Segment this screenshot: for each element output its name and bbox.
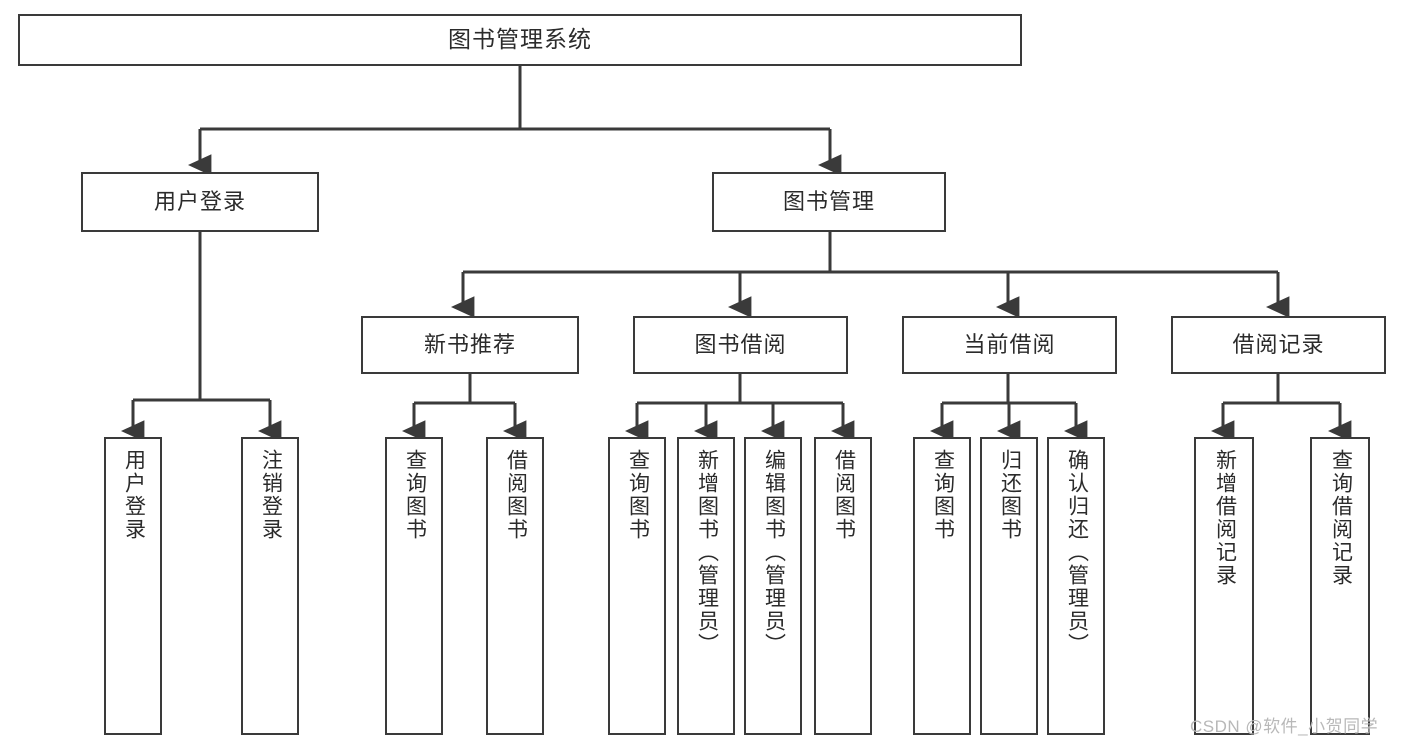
node-new-book-rec[interactable]: 新书推荐 [361, 316, 579, 374]
node-new-book-rec-label: 新书推荐 [423, 331, 516, 357]
node-leaf-query-book-1[interactable]: 查询图书 [385, 437, 443, 735]
node-leaf-edit-book-label: 编辑图书（管理员） [762, 449, 786, 656]
node-current-borrow[interactable]: 当前借阅 [902, 316, 1117, 374]
node-leaf-borrow-book-1[interactable]: 借阅图书 [486, 437, 544, 735]
node-leaf-logout-login[interactable]: 注销登录 [241, 437, 299, 735]
node-leaf-user-login[interactable]: 用户登录 [104, 437, 162, 735]
node-leaf-query-record[interactable]: 查询借阅记录 [1310, 437, 1370, 735]
node-book-manage[interactable]: 图书管理 [712, 172, 946, 232]
node-leaf-logout-login-label: 注销登录 [259, 449, 283, 541]
node-root[interactable]: 图书管理系统 [18, 14, 1022, 66]
node-borrow-record-label: 借阅记录 [1232, 331, 1325, 357]
node-leaf-return-book-label: 归还图书 [998, 449, 1022, 541]
node-leaf-confirm-return-label: 确认归还（管理员） [1065, 449, 1089, 656]
node-leaf-borrow-book-2-label: 借阅图书 [832, 449, 856, 541]
node-leaf-query-book-3[interactable]: 查询图书 [913, 437, 971, 735]
node-leaf-add-book[interactable]: 新增图书（管理员） [677, 437, 735, 735]
node-leaf-add-record[interactable]: 新增借阅记录 [1194, 437, 1254, 735]
watermark: CSDN @软件_小贺同学 [1190, 717, 1379, 736]
node-leaf-confirm-return[interactable]: 确认归还（管理员） [1047, 437, 1105, 735]
node-borrow-record[interactable]: 借阅记录 [1171, 316, 1386, 374]
node-leaf-add-record-label: 新增借阅记录 [1213, 449, 1237, 587]
node-book-borrow[interactable]: 图书借阅 [633, 316, 848, 374]
node-leaf-query-book-2-label: 查询图书 [626, 449, 650, 541]
node-user-login-label: 用户登录 [153, 188, 246, 214]
node-current-borrow-label: 当前借阅 [963, 331, 1056, 357]
node-leaf-borrow-book-2[interactable]: 借阅图书 [814, 437, 872, 735]
node-leaf-borrow-book-1-label: 借阅图书 [504, 449, 528, 541]
node-leaf-edit-book[interactable]: 编辑图书（管理员） [744, 437, 802, 735]
node-book-manage-label: 图书管理 [782, 188, 875, 214]
node-leaf-query-book-2[interactable]: 查询图书 [608, 437, 666, 735]
node-user-login[interactable]: 用户登录 [81, 172, 319, 232]
node-leaf-user-login-label: 用户登录 [122, 449, 146, 541]
node-leaf-query-book-3-label: 查询图书 [931, 449, 955, 541]
node-leaf-query-book-1-label: 查询图书 [403, 449, 427, 541]
node-leaf-query-record-label: 查询借阅记录 [1329, 449, 1353, 587]
node-leaf-add-book-label: 新增图书（管理员） [695, 449, 719, 656]
node-book-borrow-label: 图书借阅 [694, 331, 787, 357]
node-leaf-return-book[interactable]: 归还图书 [980, 437, 1038, 735]
node-root-label: 图书管理系统 [448, 26, 592, 53]
